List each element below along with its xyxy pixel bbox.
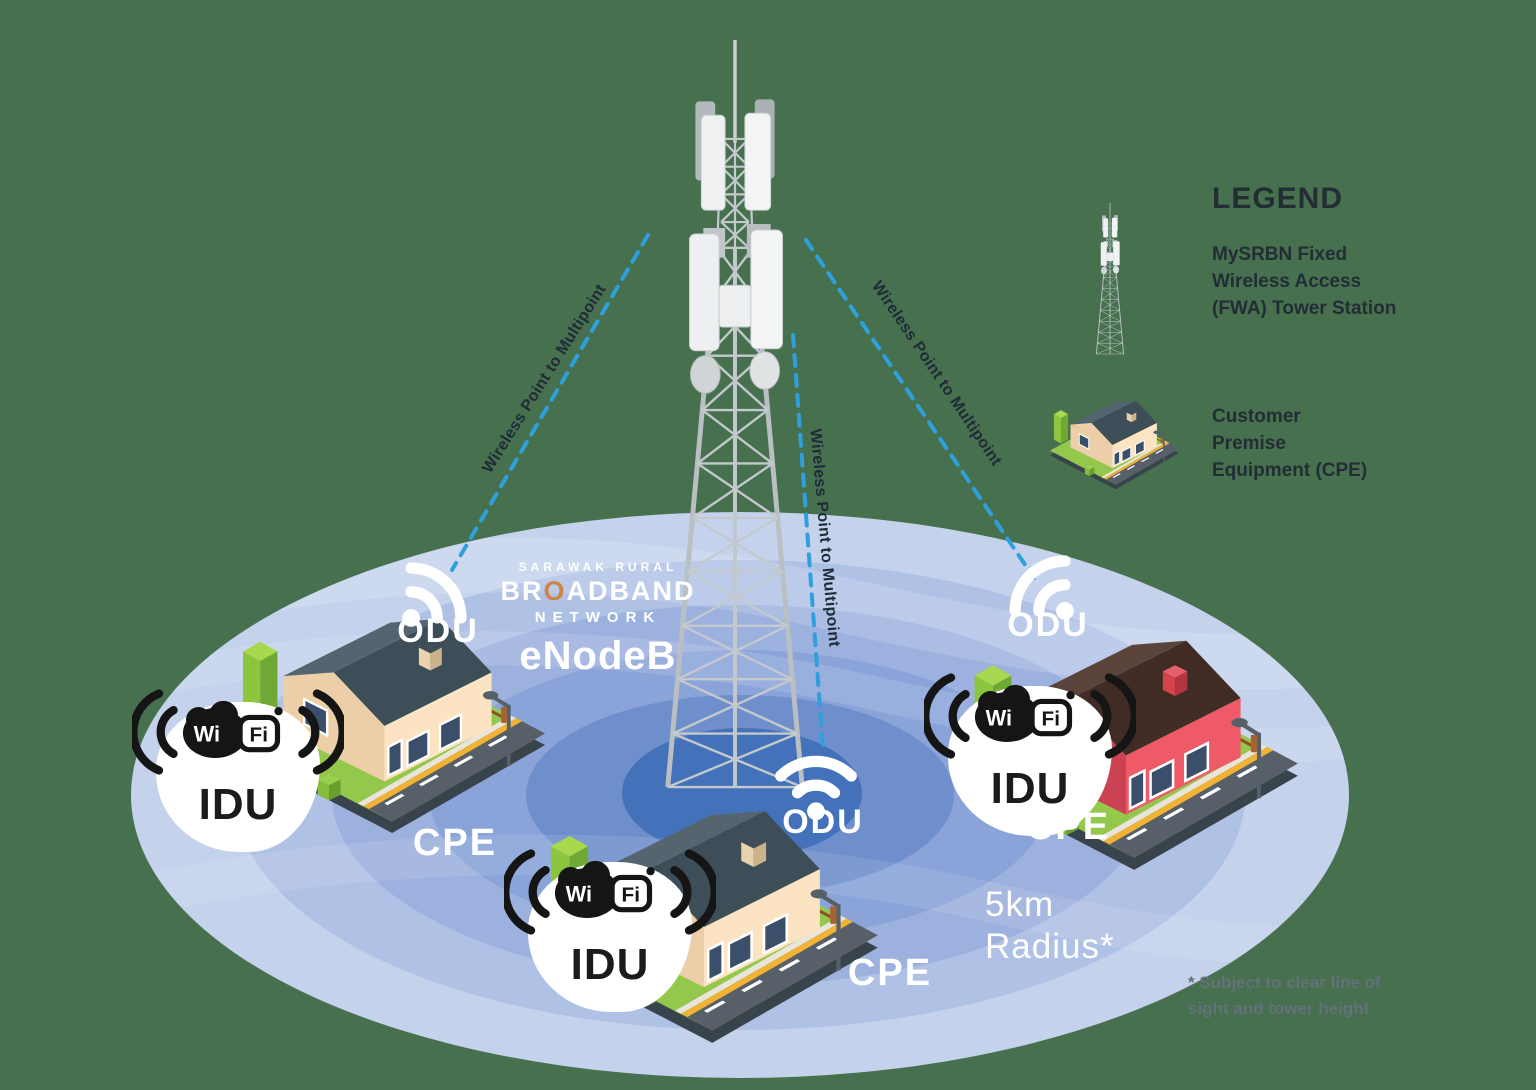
radius-label: 5km Radius*	[985, 884, 1115, 968]
enodeb-label: eNodeB	[519, 634, 677, 678]
cpe-label-middle: CPE	[847, 952, 933, 994]
legend-item-cpe: Customer Premise Equipment (CPE)	[1212, 404, 1432, 485]
odu-label-left: ODU	[397, 612, 479, 650]
wifi-wi-text: Wi	[194, 721, 220, 746]
odu-label-right: ODU	[1007, 606, 1089, 644]
legend-cpe-line2: Premise	[1212, 432, 1286, 454]
wifi-wi-text: Wi	[566, 881, 592, 906]
logo-line-top: SARAWAK RURAL	[518, 560, 678, 574]
logo-line-bottom: NETWORK	[534, 609, 662, 626]
link-middle	[791, 333, 825, 752]
wifi-logo-icon: Wi Fi	[924, 673, 1136, 759]
idu-label-right: IDU	[990, 764, 1070, 813]
legend-fwa-line2: Wireless Access	[1212, 270, 1362, 292]
legend-cpe-line1: Customer	[1212, 406, 1301, 427]
legend-fwa-line1: MySRBN Fixed	[1212, 244, 1348, 265]
logo-brand: BROADBAND	[498, 576, 698, 607]
idu-badge-middle: Wi Fi IDU	[504, 849, 716, 1012]
brand-o-swirl-icon: O	[543, 576, 567, 606]
radius-line2: Radius*	[985, 927, 1115, 966]
cpe-house-icon	[1045, 388, 1180, 491]
idu-label-left: IDU	[198, 780, 278, 829]
wifi-logo-icon: Wi Fi	[504, 849, 716, 935]
wifi-wi-text: Wi	[986, 705, 1012, 730]
srbn-logo: SARAWAK RURAL BROADBAND NETWORK eNodeB	[498, 560, 698, 679]
brand-post: ADBAND	[566, 576, 696, 606]
footnote-line2: sight and tower height	[1188, 999, 1370, 1019]
wifi-fi-text: Fi	[622, 883, 640, 906]
radius-footnote: * Subject to clear line of sight and tow…	[1188, 970, 1428, 1023]
wifi-fi-text: Fi	[1042, 707, 1060, 730]
legend-fwa-line3: (FWA) Tower Station	[1212, 297, 1397, 319]
legend-item-fwa-tower: MySRBN Fixed Wireless Access (FWA) Tower…	[1212, 242, 1432, 323]
legend-title: LEGEND	[1212, 182, 1344, 215]
odu-label-middle: ODU	[782, 803, 864, 841]
link-right	[804, 238, 1036, 580]
radius-line1: 5km	[985, 885, 1055, 924]
link-left	[450, 233, 650, 572]
idu-badge-left: Wi Fi IDU	[132, 689, 344, 852]
wifi-logo-icon: Wi Fi	[132, 689, 344, 775]
fwa-tower-icon	[1094, 203, 1126, 355]
legend-cpe-line3: Equipment (CPE)	[1212, 459, 1368, 481]
cpe-label-right: CPE	[1025, 806, 1111, 848]
wifi-fi-text: Fi	[250, 723, 268, 746]
footnote-line1: * Subject to clear line of	[1188, 973, 1381, 992]
cpe-label-left: CPE	[412, 822, 498, 864]
idu-label-middle: IDU	[570, 940, 650, 989]
idu-badge-right: Wi Fi IDU	[924, 673, 1136, 836]
brand-pre: BR	[500, 576, 544, 606]
